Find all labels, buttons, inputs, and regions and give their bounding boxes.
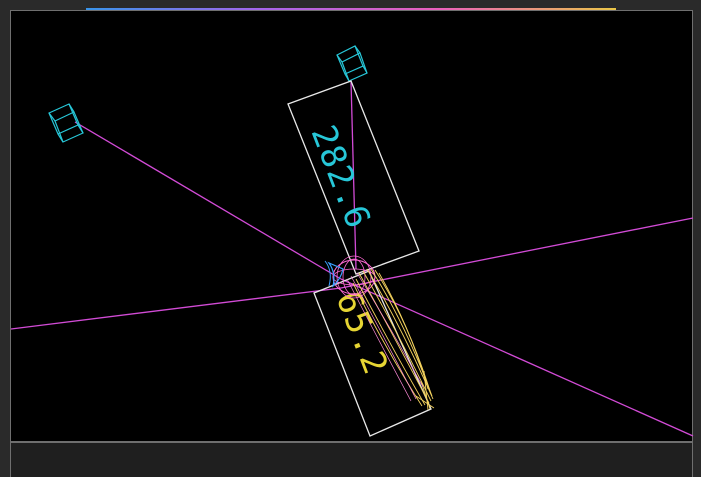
status-bar bbox=[10, 442, 693, 477]
axis-line-horizontal-left bbox=[11, 287, 342, 330]
axis-line-vertical bbox=[350, 80, 357, 270]
wavefront-bundle bbox=[324, 255, 435, 411]
lower-label-panel: 65.2 bbox=[313, 270, 432, 437]
axis-line-right bbox=[340, 278, 694, 437]
axis-line-horizontal-right bbox=[340, 217, 694, 289]
camera-box-left-icon[interactable] bbox=[48, 103, 84, 143]
scene-canvas: 282.6 65.2 bbox=[11, 45, 694, 437]
axis-line-left bbox=[74, 121, 342, 280]
upper-label-panel: 282.6 bbox=[287, 80, 420, 275]
camera-box-top-icon[interactable] bbox=[336, 45, 368, 82]
upper-label-value: 282.6 bbox=[303, 120, 379, 235]
3d-viewport[interactable]: 282.6 65.2 bbox=[10, 10, 694, 442]
colormap-strip bbox=[86, 8, 616, 10]
